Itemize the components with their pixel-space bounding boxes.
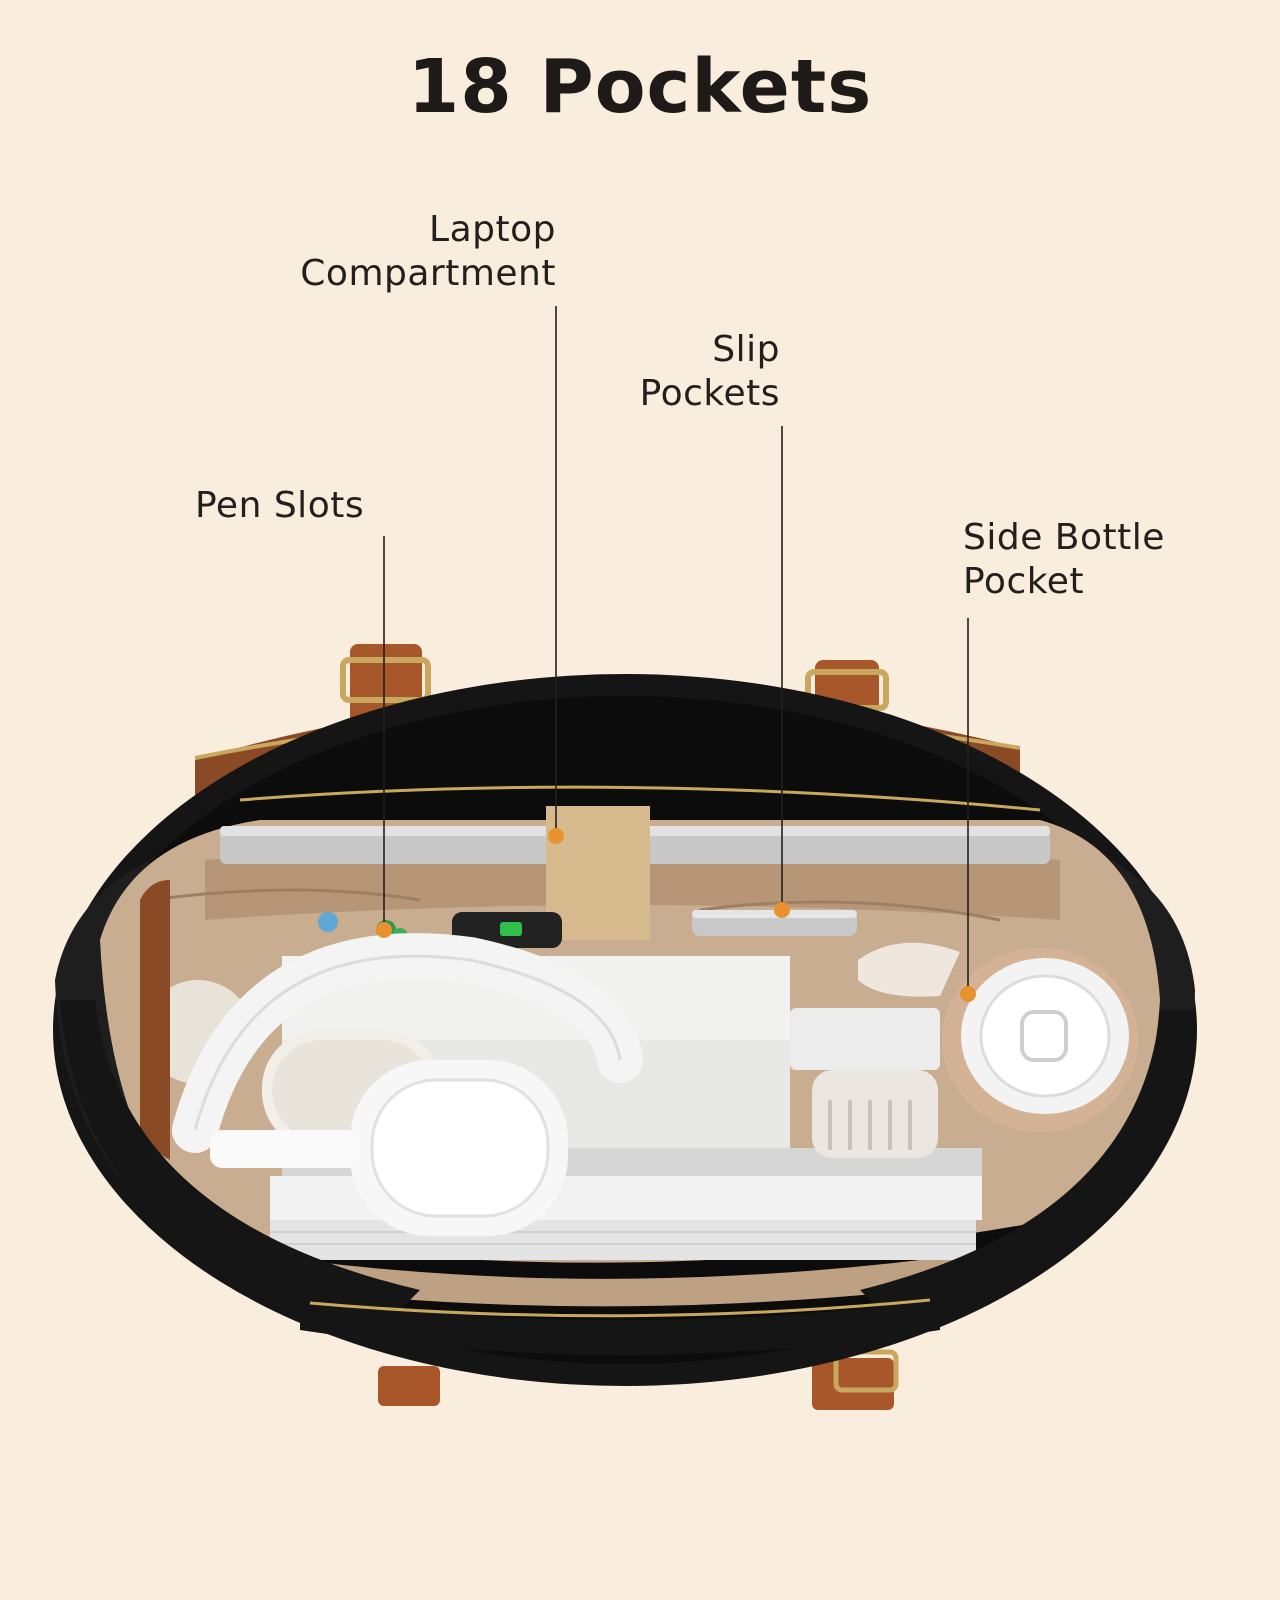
- slip-label-line-1: Slip: [712, 329, 780, 370]
- laptop-label-line-1: Laptop: [429, 209, 556, 250]
- slip-callout-dot: [774, 902, 790, 918]
- laptop-label-line-2: Compartment: [300, 253, 556, 294]
- bottle-label-line-1: Side Bottle: [963, 517, 1165, 558]
- right-items: [790, 942, 1138, 1158]
- slip-label-line-2: Pockets: [639, 373, 780, 414]
- side-bottle-pocket-label: Side Bottle Pocket: [963, 516, 1165, 604]
- laptop-compartment-label: Laptop Compartment: [300, 208, 556, 296]
- laptop-callout-dot: [548, 828, 564, 844]
- slip-pockets-label: Slip Pockets: [640, 328, 780, 416]
- pen-callout-dot: [376, 922, 392, 938]
- headphones: [172, 933, 643, 1236]
- pen-slots-label: Pen Slots: [195, 484, 364, 528]
- pen-label-line-1: Pen Slots: [195, 485, 365, 526]
- page-title: 18 Pockets: [407, 44, 873, 130]
- bottle-label-line-2: Pocket: [963, 561, 1085, 602]
- bottle-callout-dot: [960, 986, 976, 1002]
- callout-lines: [376, 306, 976, 1002]
- bag-rim: [60, 785, 1195, 1355]
- elastic-strap: [546, 806, 650, 940]
